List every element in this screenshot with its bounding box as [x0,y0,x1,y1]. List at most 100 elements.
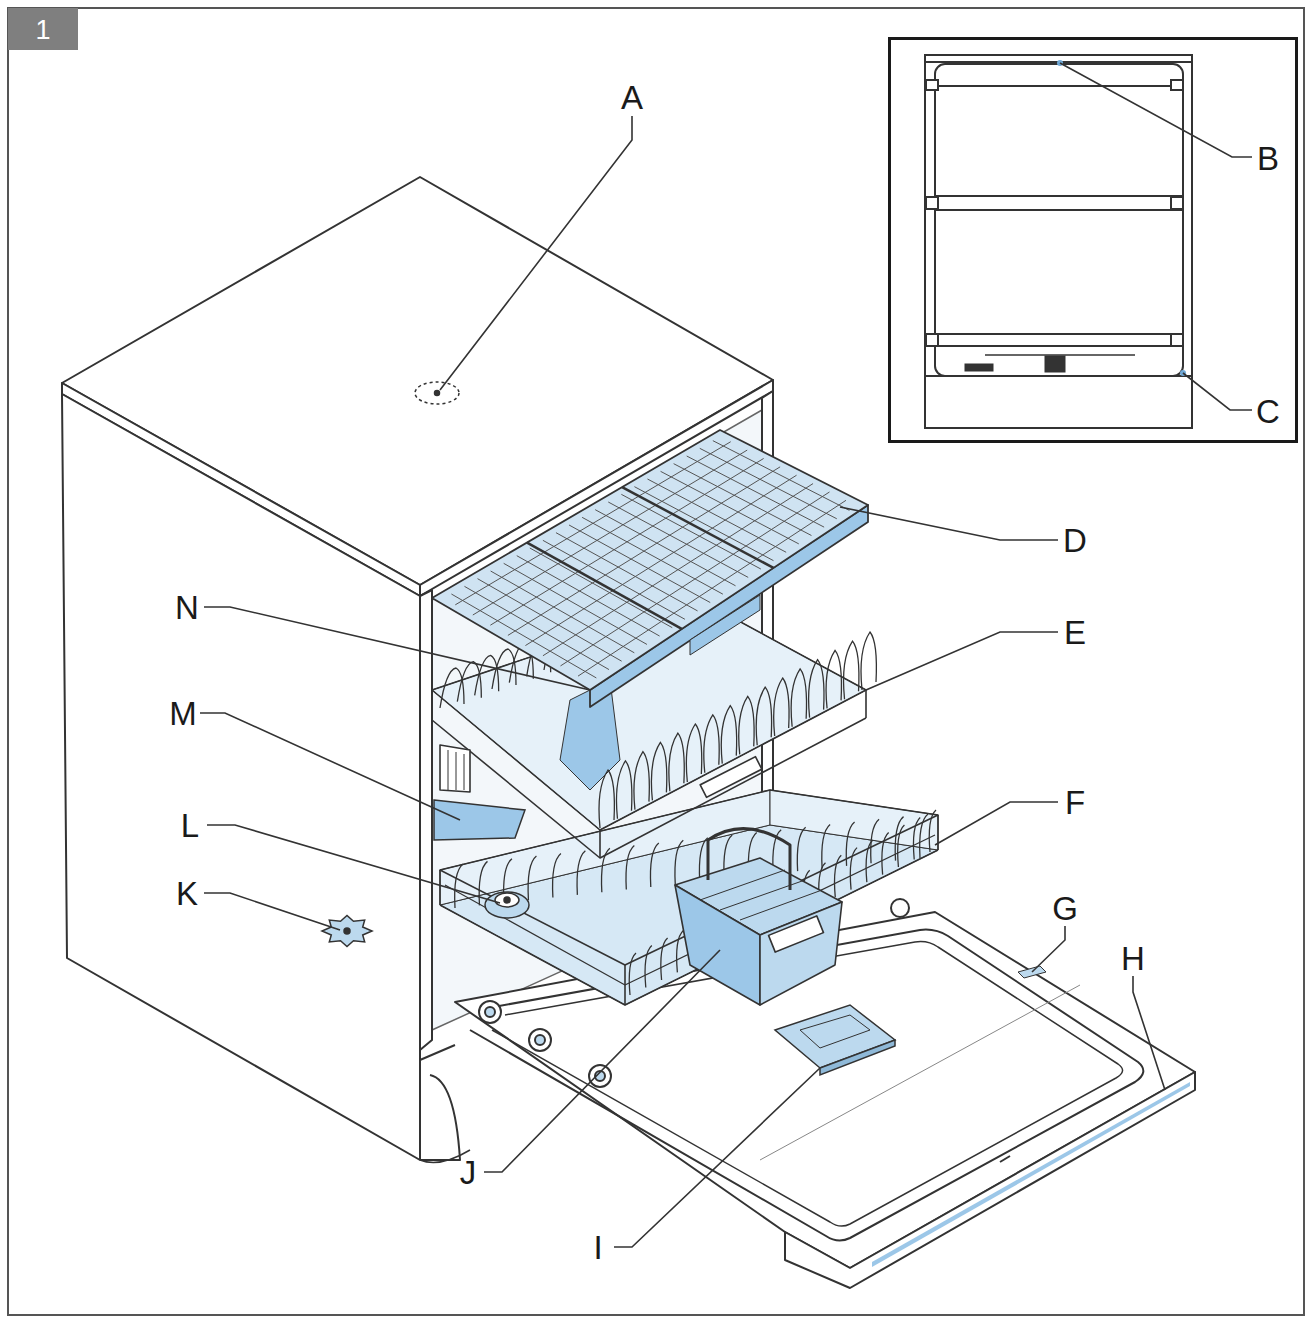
leader-lines [484,950,720,1172]
top-marker [415,382,459,404]
figure-frame [8,8,1304,1315]
basket-tines [675,840,683,884]
basket-wheels [589,1065,611,1087]
basket-wheels [529,1029,551,1051]
tray-grid [595,510,735,586]
tray-grid [525,475,796,645]
basket-tines [846,822,854,866]
cutlery-basket [708,829,790,890]
leader-lines [614,1068,820,1247]
lower-basket [439,870,441,905]
side-knob [344,928,350,934]
basket-tines [634,752,649,810]
callout-letter: M [169,697,197,730]
door-filter [775,1005,895,1068]
tray-grid [508,467,780,636]
basket-tines [871,819,879,863]
basket-tines [797,827,805,871]
callout-letter: F [1065,786,1085,819]
basket-tines [826,650,841,708]
leader-lines [840,507,1058,540]
leader-lines [1133,976,1165,1090]
cutlery-tray [432,430,868,690]
basket-wheels [891,899,909,917]
basket-tines [929,810,936,852]
inset-illustration [926,80,938,90]
basket-tines [704,715,719,773]
callout-letter: G [1052,892,1078,925]
cabinet [420,590,432,1050]
leader-lines [204,893,340,930]
cutlery-basket [675,885,760,1005]
upper-basket [440,745,470,792]
spray-arm [434,800,529,918]
inset-frame: BC [888,37,1298,443]
cutlery-tray [432,430,868,707]
callout-letter: H [1121,942,1145,975]
basket-wheels [485,1007,495,1017]
basket-tines [577,851,585,895]
spray-arm [504,897,510,903]
callout-letter: K [176,877,198,910]
callout-letter: I [593,1231,602,1264]
tray-grid [687,456,824,527]
inset-illustration [1045,356,1065,372]
cutlery-basket [700,870,822,920]
tray-grid [527,543,682,629]
tray-grid [543,484,813,656]
callout-letter: E [1064,616,1086,649]
tray-grid [621,494,761,569]
door [785,1072,1195,1288]
basket-tines [882,833,889,875]
basket-tines [599,770,614,828]
tray-grid [451,441,849,678]
inset-illustration [935,86,1183,346]
basket-tines [791,669,806,727]
tray-grid [634,487,773,561]
upper-basket [599,830,601,858]
basket-tines [616,761,631,819]
leader-lines [200,63,1252,1247]
basket-tines [645,945,652,987]
callout-letter: C [1256,395,1280,428]
basket-tines [686,724,701,782]
leader-lines [1183,373,1252,410]
basket-tines [721,706,736,764]
side-knob [322,916,372,947]
callout-letter: D [1063,524,1087,557]
callout-letter: L [181,809,199,842]
inset-illustration [965,364,993,371]
figure-number: 1 [35,17,50,44]
inset-illustration [926,197,938,209]
top-marker [435,391,440,396]
basket-tines [553,853,561,897]
cabinet [420,1045,460,1160]
basket-tines [920,814,928,858]
tray-grid [608,502,748,577]
basket-tines [739,696,754,754]
door-filter [775,1005,895,1075]
basket-wheels [479,1001,501,1023]
basket-tines [677,930,684,972]
basket-wheels [535,1035,545,1045]
basket-tines [774,678,789,736]
leader-lines [935,802,1058,845]
cutlery-tray [690,595,760,655]
tray-grid [713,441,850,511]
top-marker [415,382,459,404]
leader-lines [866,632,1058,690]
basket-tines [626,846,634,890]
cutlery-basket [675,829,842,1005]
tray-grid [578,500,846,676]
inset-illustration [925,375,1192,377]
lower-basket [770,790,938,850]
callout-letter: B [1257,142,1279,175]
inset-illustration [1171,80,1183,90]
basket-tines [895,817,903,861]
spray-arm [495,893,519,907]
basket-tines [756,687,771,745]
tray-grid [661,471,799,544]
callout-letter: J [460,1156,477,1189]
